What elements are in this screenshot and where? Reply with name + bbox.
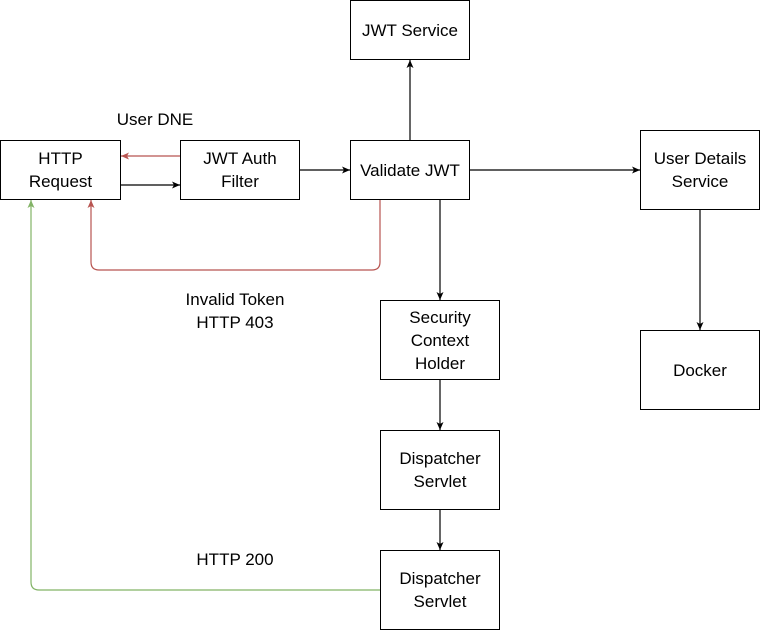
node-http-request: HTTP Request — [0, 140, 121, 200]
edge-validate-to-request-invalid-token — [87, 200, 381, 271]
node-validate-jwt: Validate JWT — [350, 140, 470, 200]
label-invalid-token: Invalid Token HTTP 403 — [185, 290, 285, 332]
node-dispatcher-servlet-2: Dispatcher Servlet — [380, 550, 500, 630]
label-http-200: HTTP 200 — [196, 550, 274, 569]
node-jwt-auth-filter: JWT Auth Filter — [180, 140, 300, 200]
label-user-dne: User DNE — [116, 110, 194, 129]
node-jwt-service: JWT Service — [350, 0, 470, 60]
node-user-details-service: User Details Service — [640, 130, 760, 210]
edge-dispatcher-2-to-request-http-200 — [27, 200, 380, 591]
node-dispatcher-servlet-1: Dispatcher Servlet — [380, 430, 500, 510]
node-security-context-holder: Security Context Holder — [380, 300, 500, 380]
node-docker: Docker — [640, 330, 760, 410]
